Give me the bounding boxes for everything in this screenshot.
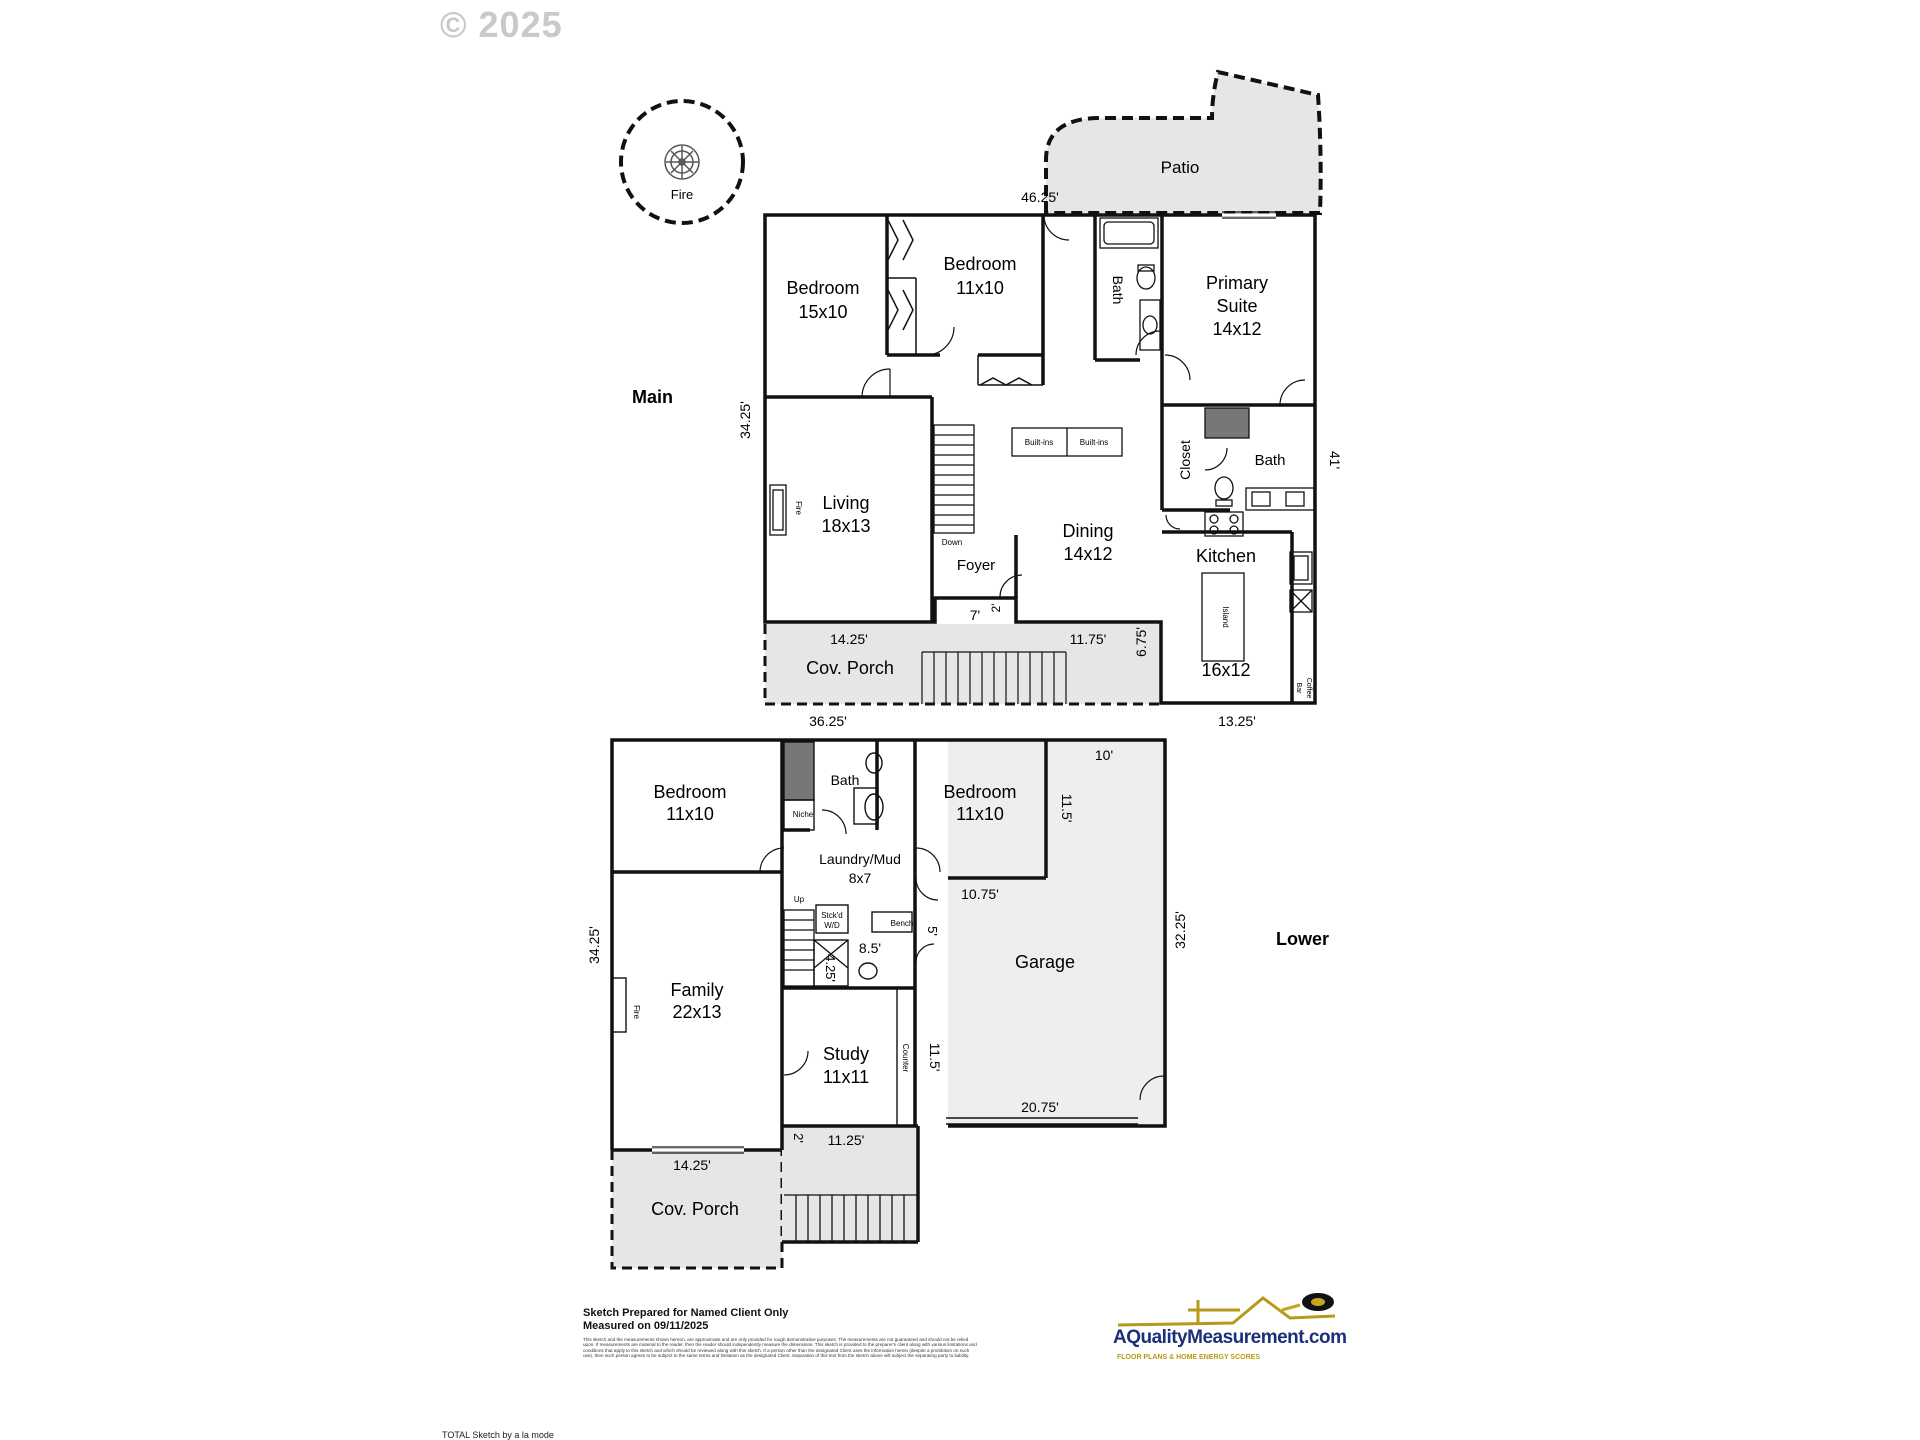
lower-dim-step-width: 11.25' (828, 1132, 865, 1148)
main-bedroom1-size: 15x10 (798, 302, 847, 322)
footer-credit: TOTAL Sketch by a la mode (442, 1430, 554, 1440)
main-dim-porch-right: 11.75' (1070, 631, 1107, 647)
main-bath2: Bath (1255, 452, 1286, 469)
lower-bedroom2-name: Bedroom (943, 782, 1016, 802)
main-dim-right: 41' (1327, 451, 1343, 469)
bar-label: Bar (1295, 683, 1302, 695)
laundry-name: Laundry/Mud (819, 851, 901, 867)
kitchen-size: 16x12 (1201, 660, 1250, 680)
family-name: Family (671, 980, 724, 1000)
patio-label: Patio (1161, 158, 1200, 177)
lower-step-area (782, 1125, 918, 1243)
main-dim-bottom-right: 13.25' (1218, 713, 1256, 729)
main-dim-top: 46.25' (1021, 189, 1059, 205)
counter-label: Counter (901, 1044, 910, 1073)
logo-tagline: FLOOR PLANS & HOME ENERGY SCORES (1117, 1354, 1260, 1361)
logo-name[interactable]: AQualityMeasurement.com (1113, 1327, 1347, 1348)
island-label: Island (1221, 606, 1230, 627)
coffee-label: Coffee (1305, 678, 1312, 699)
main-bedroom1-name: Bedroom (786, 278, 859, 298)
foyer-label: Foyer (957, 557, 995, 574)
study-name: Study (823, 1044, 869, 1064)
living-size: 18x13 (821, 516, 870, 536)
main-floor-label: Main (632, 387, 673, 407)
lower-detail-lines (611, 741, 1138, 1126)
niche-label: Niche (793, 810, 814, 819)
primary-suite-size: 14x12 (1212, 319, 1261, 339)
living-fire-label: Fire (794, 501, 803, 515)
garage-label: Garage (1015, 952, 1075, 972)
stackd-label: Stck'd (821, 911, 843, 920)
main-door-swings (861, 211, 1306, 598)
lower-dim-porch-width: 14.25' (673, 1157, 711, 1173)
down-label: Down (942, 538, 962, 547)
laundry-size: 8x7 (849, 870, 872, 886)
lower-dim-small-vert: 5' (925, 926, 940, 936)
copyright-watermark: © 2025 (440, 4, 563, 45)
lower-stairs (783, 909, 918, 1242)
living-stairs (933, 424, 975, 534)
fire-pit-outline (619, 99, 745, 225)
main-dim-porch-depth: 6.75' (1133, 627, 1149, 657)
kitchen-name: Kitchen (1196, 546, 1256, 566)
disclaimer-title: Sketch Prepared for Named Client Only Me… (583, 1307, 788, 1333)
main-dim-step-depth: 2' (989, 604, 1003, 613)
lower-bedroom2-size: 11x10 (956, 804, 1004, 824)
lower-bedroom1-size: 11x10 (666, 804, 714, 824)
bench-label: Bench (891, 919, 914, 928)
main-bedroom2-name: Bedroom (943, 254, 1016, 274)
builtins2-label: Built-ins (1080, 438, 1108, 447)
up-label: Up (794, 895, 805, 904)
main-closet: Closet (1177, 440, 1193, 480)
lower-dim-garage-bottom: 20.75' (1021, 1099, 1059, 1115)
disclaimer-title-line1: Sketch Prepared for Named Client Only (583, 1307, 789, 1319)
lower-dim-left: 34.25' (586, 926, 602, 964)
living-name: Living (822, 493, 869, 513)
lower-dim-small-depth: 4.25' (823, 954, 838, 982)
main-walls (763, 213, 1317, 705)
lower-dim-garage-right: 32.25' (1172, 911, 1188, 949)
main-dim-left: 34.25' (737, 401, 753, 439)
dining-name: Dining (1062, 521, 1113, 541)
main-dim-step-width: 7' (970, 607, 980, 623)
main-closet-lines (887, 219, 1043, 386)
lower-floor-label: Lower (1276, 929, 1329, 949)
main-porch-area (765, 624, 1161, 704)
primary-suite-name2: Suite (1216, 296, 1257, 316)
garage-area (948, 740, 1165, 1126)
logo-tape-icon (1281, 1293, 1334, 1312)
fire-pit-label: Fire (671, 187, 693, 202)
lower-dim-step-depth: 2' (791, 1133, 806, 1143)
main-dim-bottom-left: 36.25' (809, 713, 847, 729)
main-fixtures (769, 217, 1315, 662)
main-bath-vertical: Bath (1110, 276, 1126, 305)
patio-area (1044, 69, 1323, 215)
lower-porch-label: Cov. Porch (651, 1199, 739, 1219)
main-porch-label: Cov. Porch (806, 658, 894, 678)
fire-pit-icon (664, 144, 700, 180)
porch-stairs (921, 651, 1067, 704)
main-bedroom2-size: 11x10 (956, 278, 1004, 298)
lower-dim-garage-inner-horiz: 10.75' (961, 886, 999, 902)
lower-dim-garage-top: 10' (1095, 747, 1113, 763)
family-fire-label: Fire (632, 1005, 641, 1019)
lower-dim-garage-lower-vert: 11.5' (927, 1043, 943, 1072)
disclaimer-body: This sketch and the measurements shown h… (583, 1337, 977, 1359)
wd-label: W/D (824, 921, 840, 930)
dining-size: 14x12 (1063, 544, 1112, 564)
lower-dim-garage-inner-vert: 11.5' (1059, 794, 1075, 823)
lower-door-swings (652, 809, 1165, 1154)
family-size: 22x13 (672, 1002, 721, 1022)
logo-house-icon (1117, 1296, 1336, 1327)
study-size: 11x11 (823, 1067, 869, 1087)
lower-dim-small-horiz: 8.5' (859, 940, 881, 956)
disclaimer-title-line2: Measured on 09/11/2025 (583, 1320, 709, 1332)
lower-porch-area (612, 1150, 782, 1268)
lower-bedroom1-name: Bedroom (653, 782, 726, 802)
main-dim-porch-left: 14.25' (830, 631, 868, 647)
primary-suite-name: Primary (1206, 273, 1268, 293)
builtins1-label: Built-ins (1025, 438, 1053, 447)
lower-bath-label: Bath (831, 772, 860, 788)
